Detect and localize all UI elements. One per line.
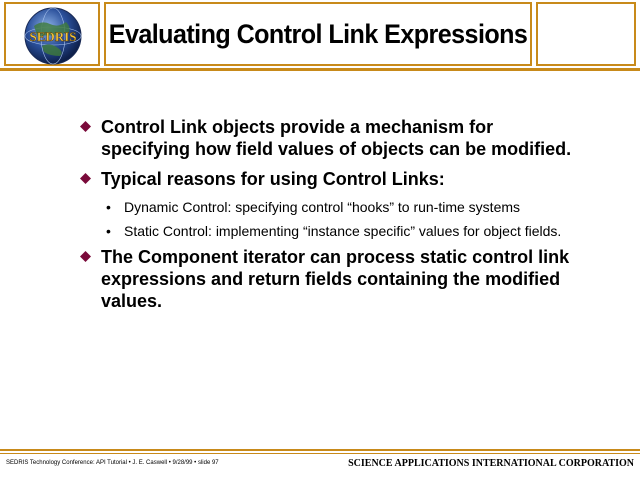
- bullet-text: The Component iterator can process stati…: [101, 247, 570, 311]
- footer-divider-thin: [0, 453, 640, 454]
- footer-credit: SEDRIS Technology Conference: API Tutori…: [6, 460, 219, 466]
- diamond-bullet-icon: [80, 173, 91, 184]
- dot-bullet-icon: •: [106, 199, 111, 215]
- bullet-text: Typical reasons for using Control Links:: [101, 169, 445, 189]
- dot-bullet-icon: •: [106, 223, 111, 239]
- sub-list-item: • Dynamic Control: specifying control “h…: [78, 198, 578, 216]
- page-title: Evaluating Control Link Expressions: [108, 18, 528, 49]
- title-frame: Evaluating Control Link Expressions: [104, 2, 532, 66]
- sub-list-item: • Static Control: implementing “instance…: [78, 222, 578, 240]
- sub-bullet-text: Static Control: implementing “instance s…: [124, 223, 562, 239]
- diamond-bullet-icon: [80, 121, 91, 132]
- footer-divider: [0, 449, 640, 451]
- header-divider: [0, 68, 640, 71]
- bullet-list: Control Link objects provide a mechanism…: [78, 116, 578, 320]
- sub-bullet-text: Dynamic Control: specifying control “hoo…: [124, 199, 521, 215]
- list-item: Control Link objects provide a mechanism…: [78, 116, 578, 160]
- logo-frame: SEDRIS: [4, 2, 100, 66]
- sedris-logo-icon: SEDRIS: [24, 7, 82, 65]
- list-item: Typical reasons for using Control Links:: [78, 168, 578, 190]
- bullet-text: Control Link objects provide a mechanism…: [101, 117, 572, 159]
- diamond-bullet-icon: [80, 251, 91, 262]
- logo-wordmark: SEDRIS: [30, 29, 77, 44]
- footer-company: SCIENCE APPLICATIONS INTERNATIONAL CORPO…: [348, 458, 634, 469]
- list-item: The Component iterator can process stati…: [78, 246, 578, 312]
- header-right-frame: [536, 2, 636, 66]
- sub-bullet-list: • Dynamic Control: specifying control “h…: [78, 198, 578, 240]
- slide-header: SEDRIS Evaluating Control Link Expressio…: [0, 0, 640, 71]
